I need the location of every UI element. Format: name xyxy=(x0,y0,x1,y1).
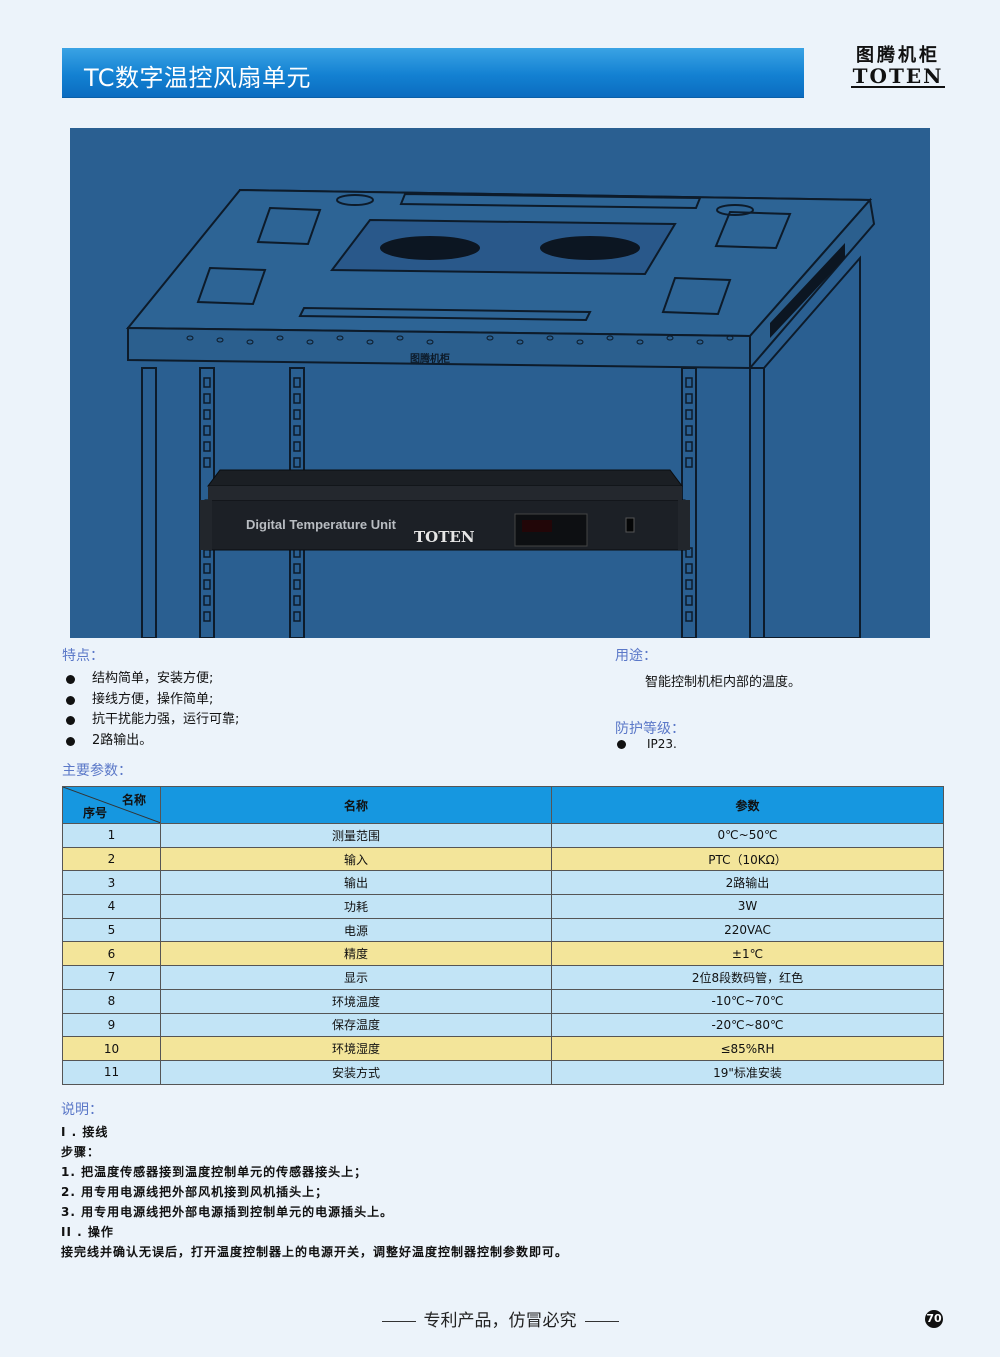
params-label: 主要参数： xyxy=(62,763,132,779)
protection-value: IP23. xyxy=(616,737,677,751)
row-value: -10℃~70℃ xyxy=(551,988,944,1014)
row-name: 环境湿度 xyxy=(160,1036,552,1061)
product-photo: 图腾机柜 Digital Temperature Unit xyxy=(70,128,930,638)
footer-rule-left xyxy=(381,1320,416,1322)
row-no: 8 xyxy=(62,988,161,1014)
row-value: 2位8段数码管，红色 xyxy=(551,965,944,990)
row-no: 11 xyxy=(62,1059,161,1085)
row-no: 3 xyxy=(62,870,161,896)
row-name: 功耗 xyxy=(160,894,552,919)
usage-text: 智能控制机柜内部的温度。 xyxy=(645,675,802,690)
row-value: 0℃~50℃ xyxy=(551,823,944,848)
row-no: 5 xyxy=(62,917,161,943)
header-corner-top: 名称 xyxy=(121,793,146,807)
feature-item: 抗干扰能力强，运行可靠; xyxy=(62,710,239,731)
notes-line: 步骤： xyxy=(61,1145,101,1159)
header-name: 名称 xyxy=(160,786,552,824)
feature-item: 结构简单，安装方便; xyxy=(62,669,239,690)
protection-label: 防护等级： xyxy=(615,721,685,737)
notes-line: 3. 用专用电源线把外部电源插到控制单元的电源插头上。 xyxy=(61,1205,394,1219)
row-value: PTC（10KΩ） xyxy=(551,846,944,872)
row-no: 6 xyxy=(62,941,161,967)
notes-label: 说明： xyxy=(61,1102,103,1118)
footer: 专利产品，仿冒必究 xyxy=(0,1306,1000,1331)
row-no: 4 xyxy=(62,894,161,919)
unit-brand: TOTEN xyxy=(414,528,475,546)
notes-line: 1. 把温度传感器接到温度控制单元的传感器接头上； xyxy=(61,1165,368,1179)
row-value: 3W xyxy=(551,894,944,919)
footer-slogan: 专利产品，仿冒必究 xyxy=(423,1311,577,1331)
row-no: 2 xyxy=(62,846,161,872)
row-name: 测量范围 xyxy=(160,823,552,848)
header-corner: 名称 序号 xyxy=(62,786,161,824)
row-name: 环境温度 xyxy=(160,988,552,1014)
row-no: 9 xyxy=(62,1012,161,1038)
row-value: 220VAC xyxy=(551,917,944,943)
row-no: 1 xyxy=(62,823,161,848)
cabinet-label: 图腾机柜 xyxy=(410,352,450,365)
row-name: 精度 xyxy=(160,941,552,967)
footer-rule-right xyxy=(584,1320,619,1322)
notes-line: II . 操作 xyxy=(61,1225,114,1239)
page-title: TC数字温控风扇单元 xyxy=(84,64,312,92)
features-list: 结构简单，安装方便; 接线方便，操作简单; 抗干扰能力强，运行可靠; 2路输出。 xyxy=(62,669,239,751)
notes-section: 说明： I . 接线 步骤： 1. 把温度传感器接到温度控制单元的传感器接头上；… xyxy=(61,1100,568,1262)
usage-label: 用途： xyxy=(615,648,657,664)
logo-en: TOTEN xyxy=(851,64,945,88)
header-corner-bottom: 序号 xyxy=(83,806,108,820)
notes-line: 接完线并确认无误后，打开温度控制器上的电源开关，调整好温度控制器控制参数即可。 xyxy=(61,1245,569,1259)
row-value: -20℃~80℃ xyxy=(551,1012,944,1038)
cabinet-illustration: 图腾机柜 Digital Temperature Unit xyxy=(125,188,876,638)
header-value: 参数 xyxy=(551,786,944,824)
table-header-row: 名称 序号 名称 参数 xyxy=(62,786,944,824)
title-bar: TC数字温控风扇单元 xyxy=(62,48,804,97)
logo-cn: 图腾机柜 xyxy=(856,45,940,66)
notes-line: I . 接线 xyxy=(61,1125,109,1139)
row-name: 安装方式 xyxy=(160,1059,552,1085)
row-value: ≤85%RH xyxy=(551,1036,944,1061)
row-no: 10 xyxy=(62,1036,161,1061)
page-number: 70 xyxy=(925,1310,943,1328)
notes-line: 2. 用专用电源线把外部风机接到风机插头上； xyxy=(61,1185,329,1199)
row-value: 19"标准安装 xyxy=(551,1059,944,1085)
row-name: 输入 xyxy=(160,846,552,872)
row-name: 输出 xyxy=(160,870,552,896)
feature-item: 2路输出。 xyxy=(62,731,239,752)
row-name: 保存温度 xyxy=(160,1012,552,1038)
power-switch xyxy=(625,517,635,533)
features-label: 特点： xyxy=(62,648,104,664)
unit-label: Digital Temperature Unit xyxy=(246,517,397,532)
row-value: 2路输出 xyxy=(551,870,944,896)
row-no: 7 xyxy=(62,965,161,990)
row-name: 电源 xyxy=(160,917,552,943)
row-name: 显示 xyxy=(160,965,552,990)
feature-item: 接线方便，操作简单; xyxy=(62,690,239,711)
brand-logo: 图腾机柜 TOTEN xyxy=(851,46,945,88)
row-value: ±1℃ xyxy=(551,941,944,967)
